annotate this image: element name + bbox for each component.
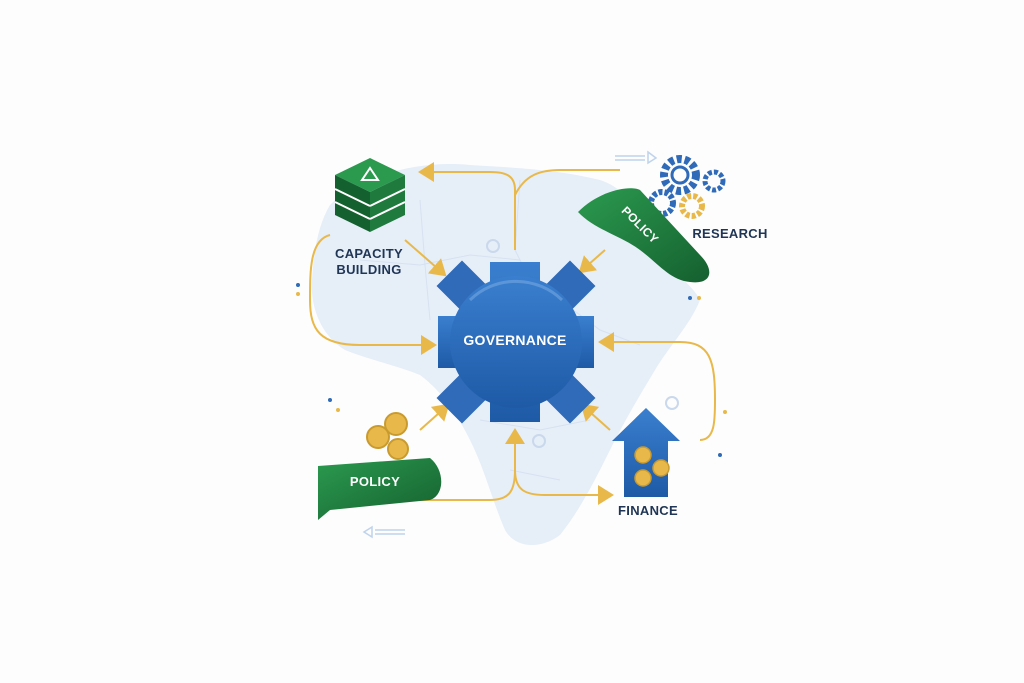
cube-stack-icon	[334, 158, 406, 232]
ribbon-icon	[318, 458, 442, 520]
arrow-left-loop	[308, 234, 437, 355]
decorative-dots	[296, 239, 727, 457]
house-arrow-icon	[612, 408, 680, 497]
arrow-policy-to-center	[419, 403, 450, 431]
capacity-label-line1: CAPACITY	[335, 246, 403, 261]
capacity-label-line2: BUILDING	[336, 262, 402, 277]
decorative-lines	[362, 150, 658, 539]
arrow-top-loop	[418, 162, 516, 250]
policy-bottom-label: POLICY	[349, 474, 401, 489]
finance-label: FINANCE	[618, 503, 678, 518]
arrow-finance-to-center	[580, 403, 611, 431]
capacity-building-label: CAPACITY BUILDING	[308, 246, 430, 278]
arrow-capacity-to-center	[404, 239, 447, 277]
arrow-top-right	[514, 169, 620, 196]
coins-icon	[366, 412, 409, 460]
connection-arrows	[308, 162, 717, 505]
gears-icon	[648, 155, 726, 219]
arrow-research-to-center	[578, 249, 606, 274]
arrow-right-loop	[598, 332, 717, 441]
arrow-bottom-right	[514, 469, 614, 505]
ribbon-icon	[578, 188, 710, 283]
governance-label: GOVERNANCE	[463, 332, 567, 348]
research-label: RESEARCH	[692, 226, 768, 241]
